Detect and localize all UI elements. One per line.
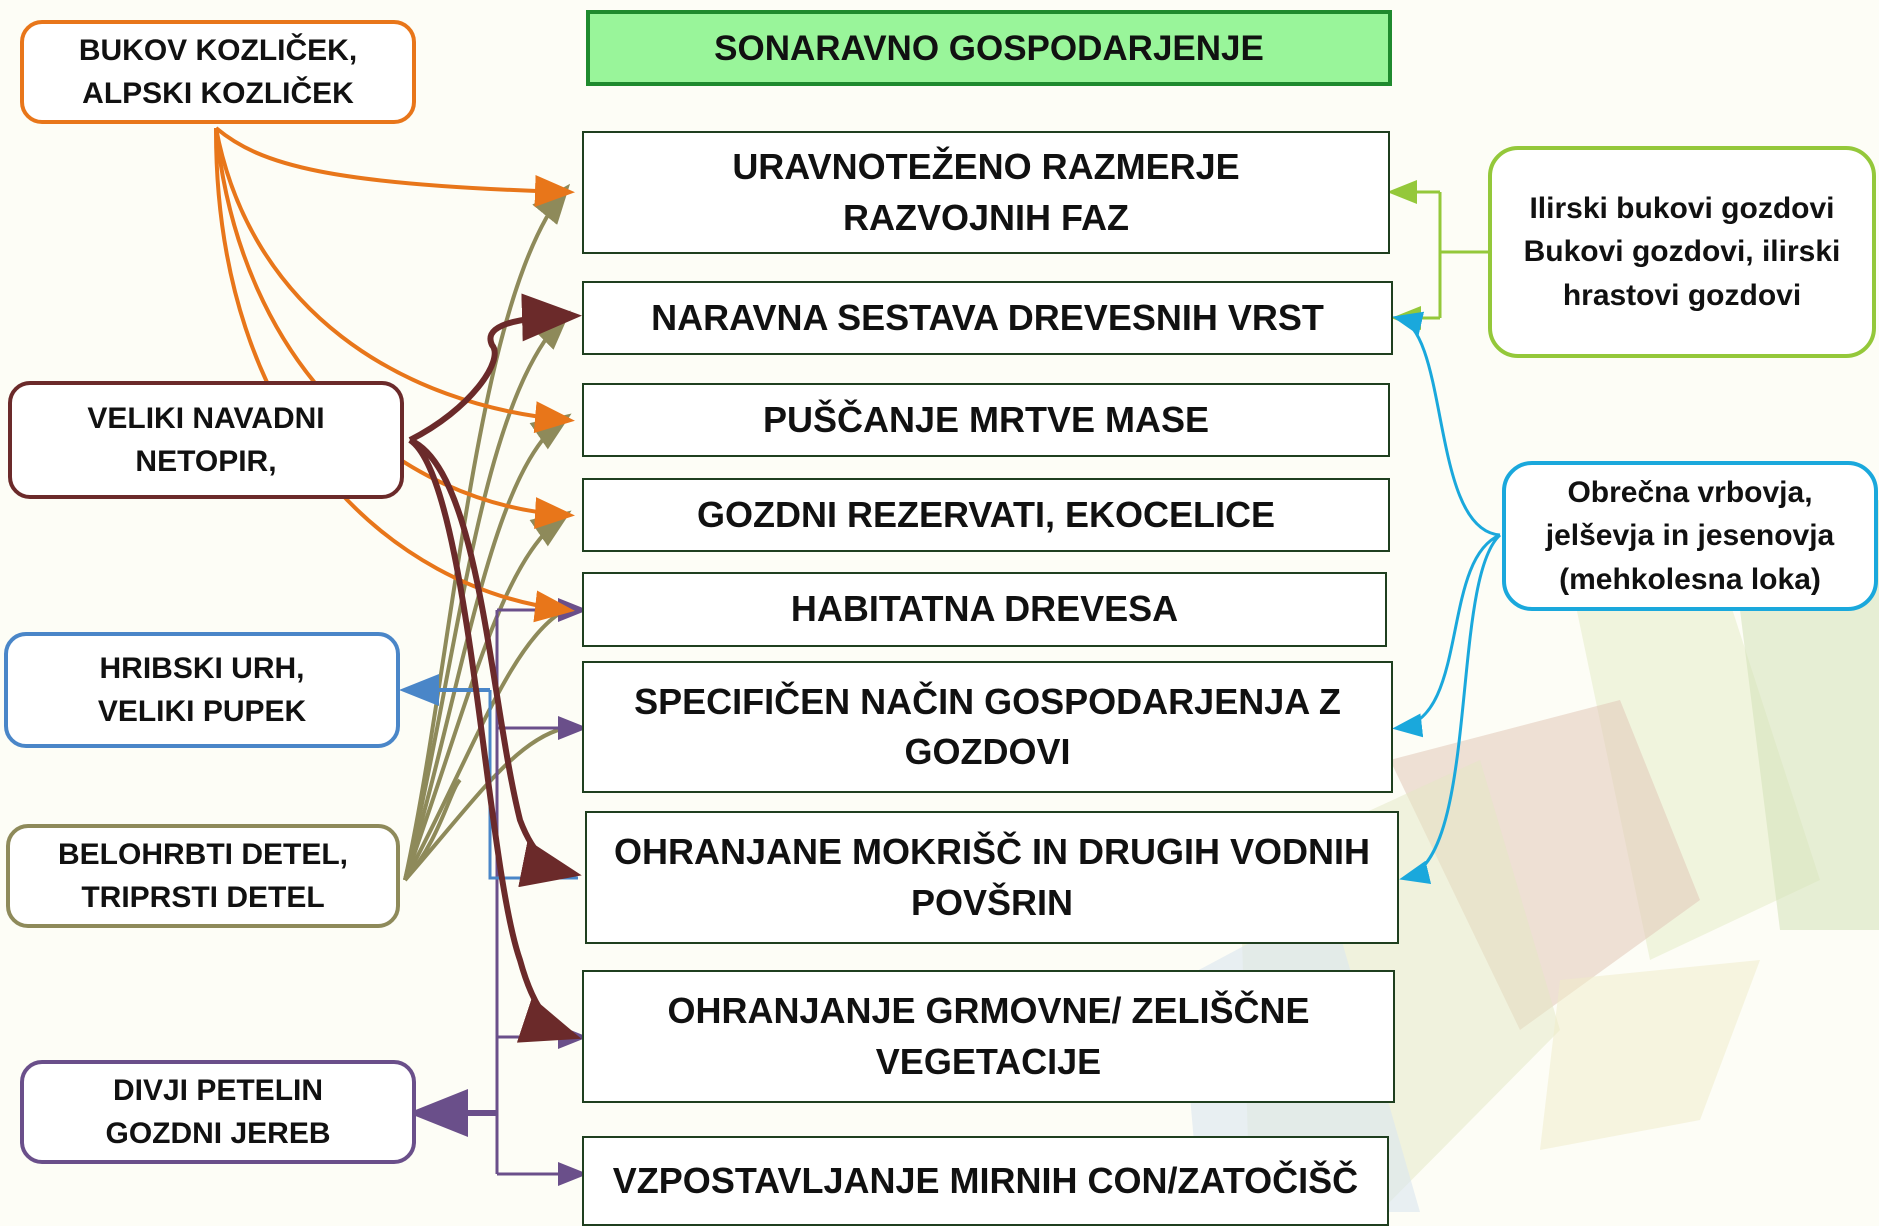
species-label: BUKOV KOZLIČEK, ALPSKI KOZLIČEK <box>78 33 358 111</box>
diagram-title-text: SONARAVNO GOSPODARJENJE <box>714 28 1264 68</box>
species-label: BELOHRBTI DETEL, TRIPRSTI DETEL <box>58 837 348 915</box>
species-bukov-kozlicek: BUKOV KOZLIČEK, ALPSKI KOZLIČEK <box>20 20 416 124</box>
measure-label: OHRANJANJE GRMOVNE/ ZELIŠČNE VEGETACIJE <box>667 990 1310 1082</box>
species-belohrbti-detel: BELOHRBTI DETEL, TRIPRSTI DETEL <box>6 824 400 928</box>
measure-forest-reserves: GOZDNI REZERVATI, EKOCELICE <box>582 478 1390 552</box>
diagram-title: SONARAVNO GOSPODARJENJE <box>586 10 1392 86</box>
measure-leaving-deadwood: PUŠČANJE MRTVE MASE <box>582 383 1390 457</box>
measure-label: URAVNOTEŽENO RAZMERJE RAZVOJNIH FAZ <box>732 146 1240 238</box>
species-label: HRIBSKI URH, VELIKI PUPEK <box>97 651 307 729</box>
measure-label: VZPOSTAVLJANJE MIRNIH CON/ZATOČIŠČ <box>612 1159 1359 1201</box>
measure-wetland-conservation: OHRANJANE MOKRIŠČ IN DRUGIH VODNIH POVŠR… <box>585 811 1399 944</box>
habitat-label: Obrečna vrbovja, jelševja in jesenovja (… <box>1545 475 1835 596</box>
measure-quiet-zones: VZPOSTAVLJANJE MIRNIH CON/ZATOČIŠČ <box>582 1136 1389 1226</box>
measure-specific-management: SPECIFIČEN NAČIN GOSPODARJENJA Z GOZDOVI <box>582 661 1393 793</box>
measure-shrub-herb-vegetation: OHRANJANJE GRMOVNE/ ZELIŠČNE VEGETACIJE <box>582 970 1395 1103</box>
species-veliki-navadni-netopir: VELIKI NAVADNI NETOPIR, <box>8 381 404 499</box>
measure-natural-tree-species: NARAVNA SESTAVA DREVESNIH VRST <box>582 281 1393 355</box>
species-label: VELIKI NAVADNI NETOPIR, <box>87 401 325 479</box>
measure-label: PUŠČANJE MRTVE MASE <box>762 398 1210 440</box>
measure-balanced-development-phases: URAVNOTEŽENO RAZMERJE RAZVOJNIH FAZ <box>582 131 1390 254</box>
species-divji-petelin: DIVJI PETELIN GOZDNI JEREB <box>20 1060 416 1164</box>
habitat-riparian-willow-alder-ash: Obrečna vrbovja, jelševja in jesenovja (… <box>1502 461 1878 611</box>
measure-habitat-trees: HABITATNA DREVESA <box>582 572 1387 647</box>
measure-label: HABITATNA DREVESA <box>790 588 1179 630</box>
habitat-illyrian-beech-forests: Ilirski bukovi gozdovi Bukovi gozdovi, i… <box>1488 146 1876 358</box>
habitat-label: Ilirski bukovi gozdovi Bukovi gozdovi, i… <box>1523 191 1841 312</box>
measure-label: SPECIFIČEN NAČIN GOSPODARJENJA Z GOZDOVI <box>634 680 1341 772</box>
measure-label: OHRANJANE MOKRIŠČ IN DRUGIH VODNIH POVŠR… <box>613 831 1371 923</box>
measure-label: GOZDNI REZERVATI, EKOCELICE <box>696 493 1276 535</box>
species-label: DIVJI PETELIN GOZDNI JEREB <box>105 1073 331 1151</box>
species-hribski-urh: HRIBSKI URH, VELIKI PUPEK <box>4 632 400 748</box>
measure-label: NARAVNA SESTAVA DREVESNIH VRST <box>651 296 1324 338</box>
